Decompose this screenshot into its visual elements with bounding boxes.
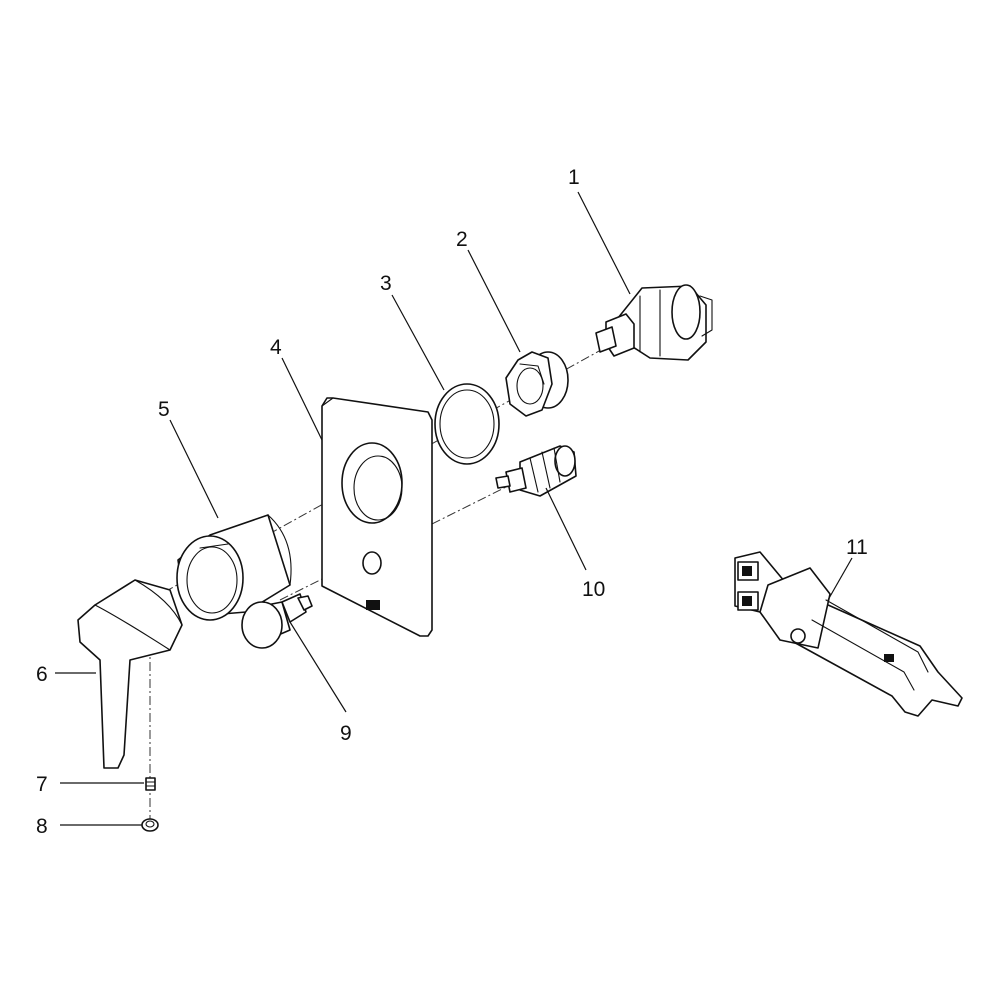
- callout-5: 5: [158, 398, 170, 421]
- callout-4: 4: [270, 336, 282, 359]
- callout-11: 11: [846, 536, 868, 559]
- part-5-sleeve[interactable]: [176, 514, 292, 621]
- part-4-cover-plate[interactable]: [321, 397, 433, 637]
- callout-6: 6: [36, 663, 48, 686]
- part-6-lever-handle[interactable]: [77, 579, 183, 769]
- callout-2: 2: [456, 228, 468, 251]
- part-9-diverter-knob[interactable]: [241, 593, 313, 649]
- callout-1: 1: [568, 166, 580, 189]
- part-2-hex-nut[interactable]: [505, 351, 569, 417]
- callout-8: 8: [36, 815, 48, 838]
- leader-lines: [55, 191, 853, 826]
- callout-labels: 1 2 3 4 5 6 7 8 9 10 11: [36, 166, 868, 838]
- callout-9: 9: [340, 722, 352, 745]
- callout-3: 3: [380, 272, 392, 295]
- callout-7: 7: [36, 773, 48, 796]
- part-3-o-ring[interactable]: [434, 383, 500, 465]
- part-11-service-wrench[interactable]: [734, 551, 963, 717]
- part-1-cartridge[interactable]: [595, 284, 713, 361]
- callout-10: 10: [582, 578, 605, 601]
- part-7-grub-screw[interactable]: [145, 777, 156, 791]
- part-10-diverter-cartridge[interactable]: [495, 445, 577, 497]
- part-8-cap[interactable]: [141, 818, 159, 832]
